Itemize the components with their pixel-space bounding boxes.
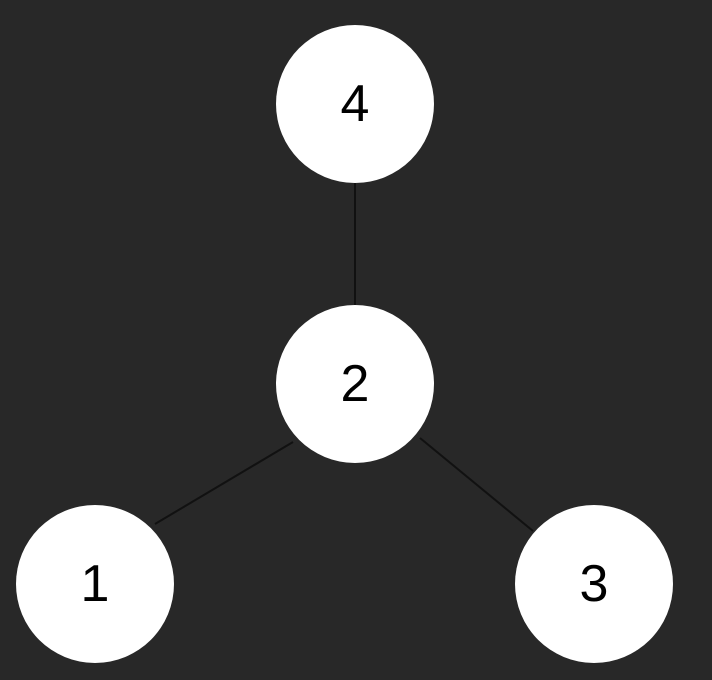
edge-2-3 [419, 437, 534, 532]
node-1[interactable]: 1 [16, 505, 174, 663]
node-2[interactable]: 2 [276, 305, 434, 463]
node-label: 4 [340, 75, 370, 133]
node-3[interactable]: 3 [515, 505, 673, 663]
edge-2-1 [154, 441, 294, 525]
node-4[interactable]: 4 [276, 25, 434, 183]
node-label: 3 [579, 555, 609, 613]
node-label: 2 [340, 355, 370, 413]
node-label: 1 [80, 555, 110, 613]
